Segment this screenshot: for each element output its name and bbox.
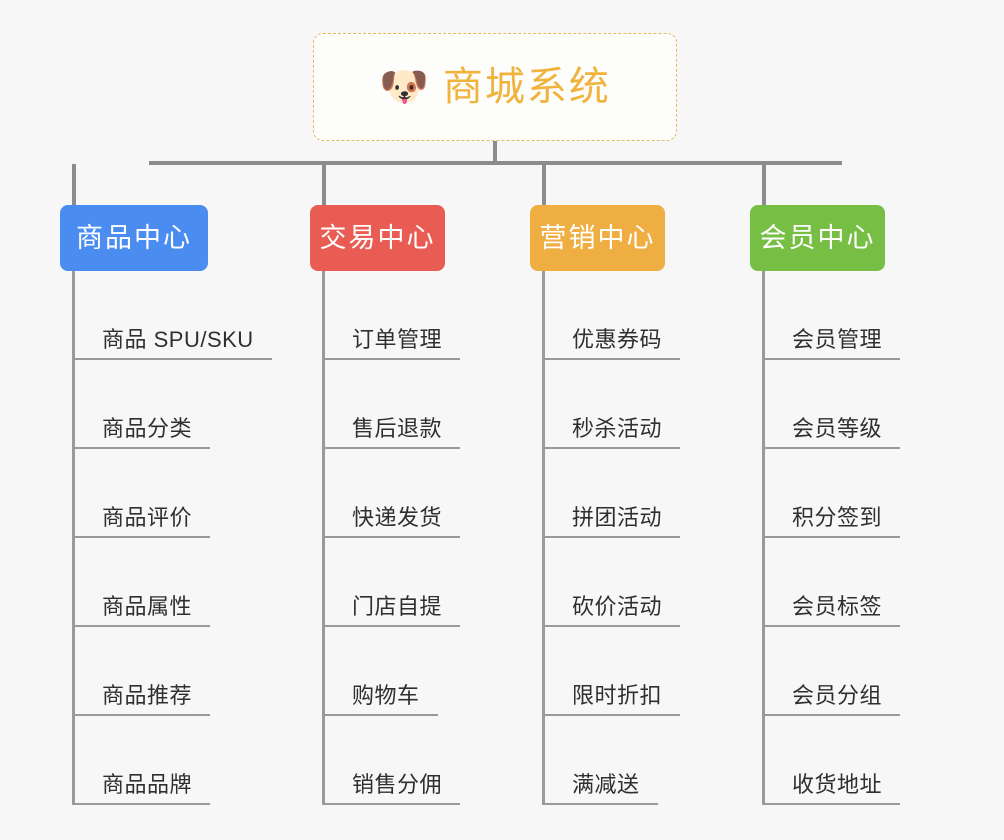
branch-item-label: 商品评价 bbox=[102, 504, 193, 530]
branch-drop-connector bbox=[542, 164, 546, 205]
branch-item-underline: 门店自提 bbox=[322, 593, 461, 627]
branch-item-list: 商品 SPU/SKU 商品分类商品评价商品属性商品推荐商品品牌 bbox=[72, 271, 272, 805]
branch-item[interactable]: 门店自提 bbox=[322, 538, 461, 627]
root-title: 商城系统 bbox=[442, 65, 611, 109]
branch-header-label: 交易中心 bbox=[319, 222, 436, 253]
branch-item-underline: 限时折扣 bbox=[542, 682, 681, 716]
branch-item-label: 砍价活动 bbox=[572, 593, 663, 619]
branch-item-label: 会员等级 bbox=[792, 415, 883, 441]
branch-item-underline: 砍价活动 bbox=[542, 593, 681, 627]
branch-item-list: 订单管理售后退款快递发货门店自提购物车销售分佣 bbox=[322, 271, 461, 805]
branch-item-label: 商品品牌 bbox=[102, 771, 193, 797]
branch-header-2[interactable]: 交易中心 bbox=[310, 205, 445, 271]
root-node[interactable]: 🐶 商城系统 bbox=[313, 33, 677, 141]
branch-item-underline: 会员管理 bbox=[762, 326, 901, 360]
branch-header-label: 会员中心 bbox=[759, 222, 876, 253]
branch-item-underline: 会员等级 bbox=[762, 415, 901, 449]
branch-item-label: 销售分佣 bbox=[352, 771, 443, 797]
branch-item[interactable]: 快递发货 bbox=[322, 449, 461, 538]
branch-drop-connector bbox=[72, 164, 76, 205]
branch-item-underline: 拼团活动 bbox=[542, 504, 681, 538]
branch-item-label: 售后退款 bbox=[352, 415, 443, 441]
branch-item[interactable]: 秒杀活动 bbox=[542, 360, 681, 449]
branch-item-label: 商品推荐 bbox=[102, 682, 193, 708]
branch-item[interactable]: 积分签到 bbox=[762, 449, 901, 538]
branch-bus-connector bbox=[149, 161, 842, 165]
branch-item-underline: 售后退款 bbox=[322, 415, 461, 449]
branch-item-underline: 积分签到 bbox=[762, 504, 901, 538]
branch-item-list: 优惠券码秒杀活动拼团活动砍价活动限时折扣满减送 bbox=[542, 271, 681, 805]
branch-item[interactable]: 优惠券码 bbox=[542, 271, 681, 360]
branch-item-label: 订单管理 bbox=[352, 326, 443, 352]
root-stem-connector bbox=[493, 141, 497, 164]
branch-header-label: 营销中心 bbox=[539, 222, 656, 253]
branch-header-1[interactable]: 商品中心 bbox=[60, 205, 208, 271]
branch-drop-connector bbox=[762, 164, 766, 205]
branch-item-label: 会员管理 bbox=[792, 326, 883, 352]
branch-spine-connector bbox=[72, 271, 75, 805]
branch-item-underline: 订单管理 bbox=[322, 326, 461, 360]
branch-spine-connector bbox=[542, 271, 545, 805]
branch-item-label: 快递发货 bbox=[352, 504, 443, 530]
branch-item-label: 商品分类 bbox=[102, 415, 193, 441]
branch-item[interactable]: 会员等级 bbox=[762, 360, 901, 449]
branch-item-label: 商品属性 bbox=[102, 593, 193, 619]
branch-item[interactable]: 销售分佣 bbox=[322, 716, 461, 805]
branch-item-underline: 商品评价 bbox=[72, 504, 211, 538]
branch-item-list: 会员管理会员等级积分签到会员标签会员分组收货地址 bbox=[762, 271, 901, 805]
branch-item-underline: 会员标签 bbox=[762, 593, 901, 627]
branch-item[interactable]: 售后退款 bbox=[322, 360, 461, 449]
branch-drop-connector bbox=[322, 164, 326, 205]
branch-item[interactable]: 限时折扣 bbox=[542, 627, 681, 716]
branch-item-underline: 购物车 bbox=[322, 683, 438, 716]
branch-header-3[interactable]: 营销中心 bbox=[530, 205, 665, 271]
branch-item-underline: 会员分组 bbox=[762, 682, 901, 716]
branch-item-label: 商品 SPU/SKU bbox=[102, 326, 254, 352]
branch-item[interactable]: 商品分类 bbox=[72, 360, 272, 449]
branch-item-label: 优惠券码 bbox=[572, 326, 663, 352]
branch-item[interactable]: 商品属性 bbox=[72, 538, 272, 627]
branch-item-label: 收货地址 bbox=[792, 771, 883, 797]
branch-item[interactable]: 订单管理 bbox=[322, 271, 461, 360]
branch-item-underline: 商品 SPU/SKU bbox=[72, 327, 272, 360]
branch-item[interactable]: 会员分组 bbox=[762, 627, 901, 716]
branch-item[interactable]: 商品 SPU/SKU bbox=[72, 271, 272, 360]
branch-item[interactable]: 拼团活动 bbox=[542, 449, 681, 538]
branch-item-label: 购物车 bbox=[352, 682, 420, 708]
branch-item-underline: 收货地址 bbox=[762, 771, 901, 805]
branch-item[interactable]: 满减送 bbox=[542, 716, 680, 805]
branch-item-underline: 商品推荐 bbox=[72, 682, 211, 716]
branch-item-underline: 优惠券码 bbox=[542, 326, 681, 360]
branch-item[interactable]: 会员标签 bbox=[762, 538, 901, 627]
branch-item-underline: 快递发货 bbox=[322, 504, 461, 538]
branch-item-label: 拼团活动 bbox=[572, 504, 663, 530]
branch-item-label: 满减送 bbox=[572, 771, 640, 797]
branch-item-label: 会员标签 bbox=[792, 593, 883, 619]
branch-item-underline: 秒杀活动 bbox=[542, 415, 681, 449]
branch-item-label: 限时折扣 bbox=[572, 682, 663, 708]
branch-item[interactable]: 商品推荐 bbox=[72, 627, 272, 716]
branch-header-4[interactable]: 会员中心 bbox=[750, 205, 885, 271]
branch-item[interactable]: 收货地址 bbox=[762, 716, 901, 805]
branch-item-label: 秒杀活动 bbox=[572, 415, 663, 441]
branch-item[interactable]: 会员管理 bbox=[762, 271, 901, 360]
branch-item-underline: 满减送 bbox=[542, 772, 658, 805]
branch-item-label: 积分签到 bbox=[792, 504, 883, 530]
branch-item[interactable]: 商品评价 bbox=[72, 449, 272, 538]
branch-item-label: 门店自提 bbox=[352, 593, 443, 619]
branch-item-label: 会员分组 bbox=[792, 682, 883, 708]
branch-spine-connector bbox=[762, 271, 765, 805]
branch-header-label: 商品中心 bbox=[76, 222, 192, 253]
branch-item[interactable]: 购物车 bbox=[322, 627, 460, 716]
branch-item-underline: 商品分类 bbox=[72, 415, 211, 449]
branch-spine-connector bbox=[322, 271, 325, 805]
branch-item-underline: 商品属性 bbox=[72, 593, 211, 627]
shiba-dog-face-icon: 🐶 bbox=[379, 65, 429, 109]
branch-item-underline: 商品品牌 bbox=[72, 771, 211, 805]
branch-item[interactable]: 商品品牌 bbox=[72, 716, 272, 805]
branch-item[interactable]: 砍价活动 bbox=[542, 538, 681, 627]
branch-item-underline: 销售分佣 bbox=[322, 771, 461, 805]
